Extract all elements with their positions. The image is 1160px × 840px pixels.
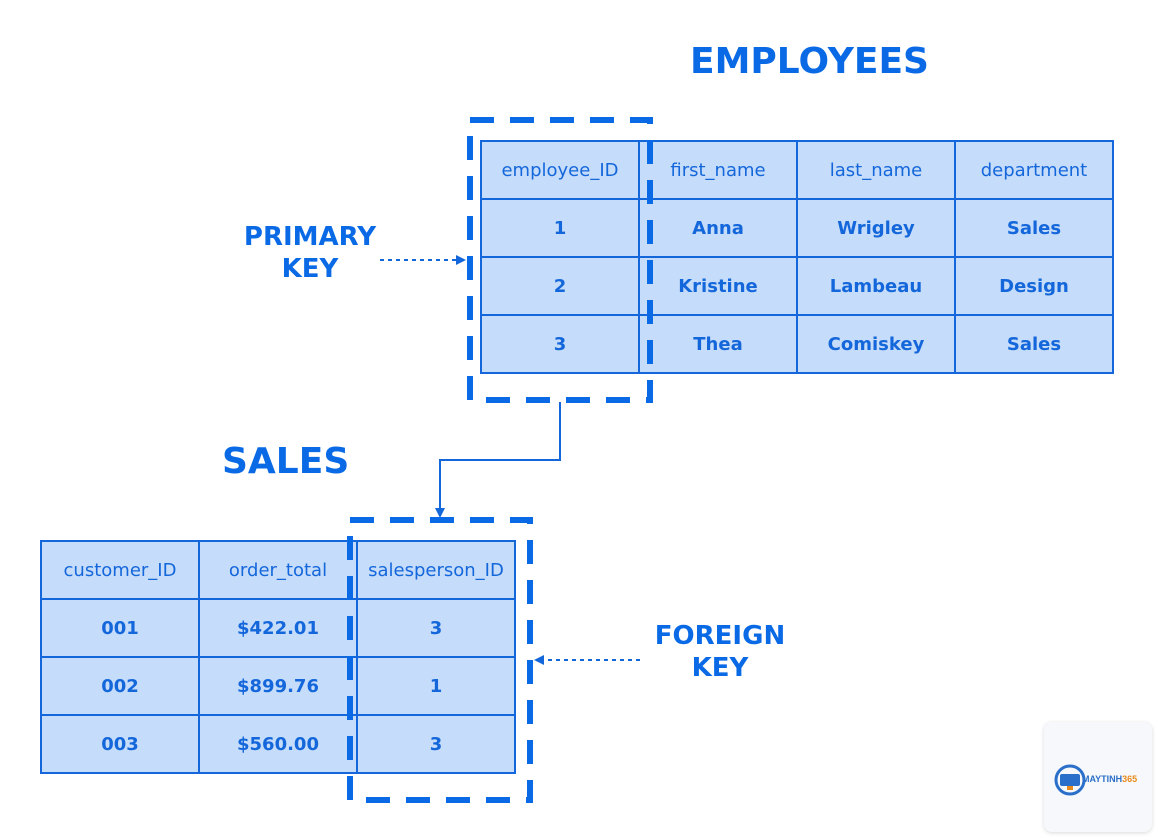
brand-logo-text: MAYTINH365 xyxy=(1082,774,1137,784)
primary-key-label: PRIMARY KEY xyxy=(240,221,380,285)
column-header: customer_ID xyxy=(40,540,200,600)
employees-table: employee_ID first_name last_name departm… xyxy=(480,140,1114,374)
foreign-key-label-line1: FOREIGN xyxy=(654,621,786,651)
table-cell: 1 xyxy=(356,656,516,716)
table-cell: 3 xyxy=(356,714,516,774)
foreign-key-label: FOREIGN KEY xyxy=(650,620,790,684)
table-cell: Sales xyxy=(954,314,1114,374)
table-cell: Sales xyxy=(954,198,1114,258)
table-cell: 1 xyxy=(480,198,640,258)
employees-table-title: EMPLOYEES xyxy=(690,41,929,82)
brand-logo: MAYTINH365 xyxy=(1044,722,1152,832)
table-header-row: customer_ID order_total salesperson_ID xyxy=(40,540,516,600)
table-row: 001 $422.01 3 xyxy=(40,598,516,658)
table-cell: 2 xyxy=(480,256,640,316)
table-cell: $560.00 xyxy=(198,714,358,774)
table-cell: Design xyxy=(954,256,1114,316)
table-header-row: employee_ID first_name last_name departm… xyxy=(480,140,1114,200)
monitor-icon xyxy=(1054,764,1086,796)
table-row: 1 Anna Wrigley Sales xyxy=(480,198,1114,258)
column-header: first_name xyxy=(638,140,798,200)
brand-name: MAYTINH xyxy=(1082,774,1123,784)
table-cell: Wrigley xyxy=(796,198,956,258)
column-header: employee_ID xyxy=(480,140,640,200)
table-cell: Kristine xyxy=(638,256,798,316)
foreign-key-label-line2: KEY xyxy=(691,653,749,683)
table-cell: $422.01 xyxy=(198,598,358,658)
table-cell: $899.76 xyxy=(198,656,358,716)
column-header: salesperson_ID xyxy=(356,540,516,600)
table-cell: Comiskey xyxy=(796,314,956,374)
table-cell: Thea xyxy=(638,314,798,374)
column-header: order_total xyxy=(198,540,358,600)
primary-key-label-line2: KEY xyxy=(281,254,339,284)
table-cell: Lambeau xyxy=(796,256,956,316)
table-row: 002 $899.76 1 xyxy=(40,656,516,716)
table-cell: 003 xyxy=(40,714,200,774)
table-row: 2 Kristine Lambeau Design xyxy=(480,256,1114,316)
column-header: department xyxy=(954,140,1114,200)
table-cell: 3 xyxy=(356,598,516,658)
table-cell: 002 xyxy=(40,656,200,716)
sales-table-title: SALES xyxy=(222,441,350,482)
primary-key-label-line1: PRIMARY xyxy=(243,222,377,252)
table-cell: Anna xyxy=(638,198,798,258)
sales-table: customer_ID order_total salesperson_ID 0… xyxy=(40,540,516,774)
brand-accent: 365 xyxy=(1122,774,1138,784)
relationship-connector xyxy=(435,402,561,518)
table-row: 003 $560.00 3 xyxy=(40,714,516,774)
table-cell: 3 xyxy=(480,314,640,374)
table-row: 3 Thea Comiskey Sales xyxy=(480,314,1114,374)
column-header: last_name xyxy=(796,140,956,200)
table-cell: 001 xyxy=(40,598,200,658)
